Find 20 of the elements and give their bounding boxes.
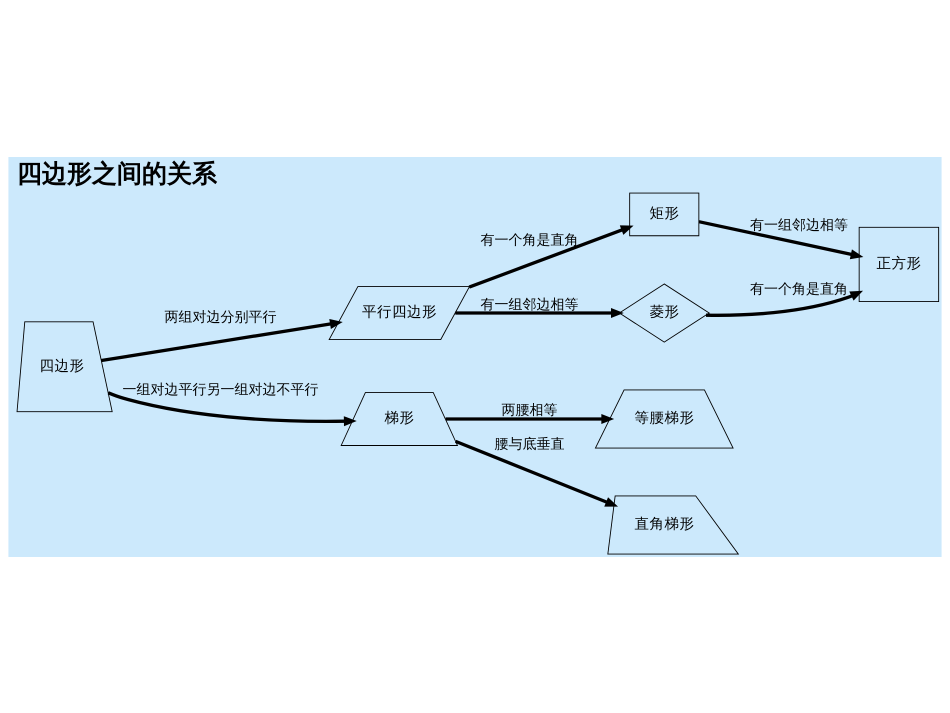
diagram-title: 四边形之间的关系 (17, 158, 218, 188)
edge-label: 腰与底垂直 (494, 436, 565, 452)
node-box: 矩形 (629, 192, 700, 236)
edge-label: 有一个角是直角 (480, 232, 579, 248)
node-box: 正方形 (858, 226, 940, 302)
edge-label: 两组对边分别平行 (164, 308, 277, 325)
arrow (468, 224, 634, 288)
node-diamond: 菱形 (618, 282, 710, 342)
edge-label: 一组对边平行另一组对边不平行 (122, 382, 319, 398)
arrow (455, 439, 618, 506)
arrow (108, 390, 357, 426)
edge-label: 有一个角是直角 (750, 280, 848, 297)
edge-label: 有一组邻边相等 (480, 296, 579, 312)
arrow (455, 308, 624, 318)
arrow (101, 318, 343, 362)
edge-label: 两腰相等 (502, 402, 558, 418)
edge-label: 有一组邻边相等 (750, 216, 848, 233)
arrow (446, 413, 614, 424)
arrow (706, 290, 864, 316)
arrow (698, 220, 864, 259)
